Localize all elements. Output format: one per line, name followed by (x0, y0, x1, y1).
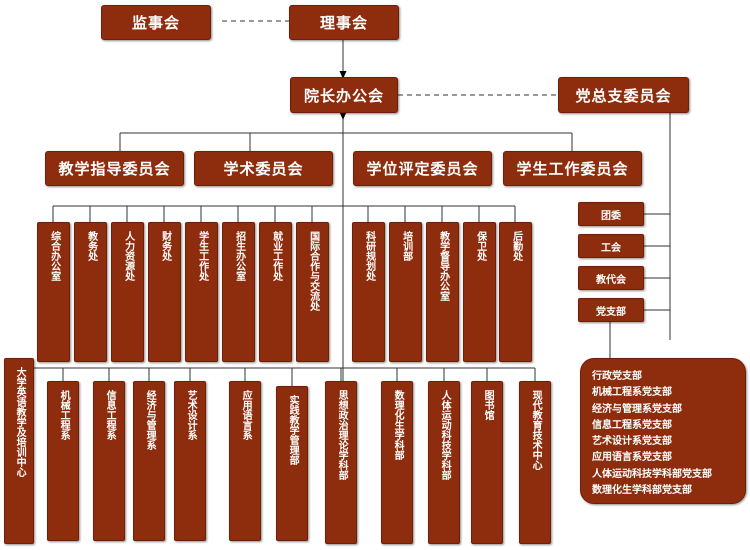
party-unit-party-branch: 党支部 (578, 298, 644, 322)
unit-applied-languages: 应用语言系 (229, 381, 261, 541)
committee-academic: 学术委员会 (194, 151, 333, 186)
unit-human-movement: 人体运动科技学科部 (428, 381, 460, 544)
president-office: 院长办公会 (290, 77, 398, 113)
committee-teaching-guidance: 教学指导委员会 (45, 151, 184, 186)
party-branch-item: 机械工程系党支部 (592, 387, 672, 399)
unit-information-engineering: 信息工程系 (93, 381, 125, 541)
party-branch-item: 艺术设计系党支部 (592, 436, 672, 448)
office-training: 培训部 (389, 222, 422, 362)
office-employment: 就业工作处 (259, 222, 292, 362)
party-branch-item: 行政党支部 (592, 371, 642, 382)
office-human-resources: 人力资源处 (111, 222, 144, 362)
party-branch-item: 信息工程系党支部 (592, 419, 672, 431)
unit-mechanical-engineering: 机械工程系 (47, 381, 79, 541)
committee-student-affairs: 学生工作委员会 (503, 151, 642, 186)
party-branch-list: 行政党支部 机械工程系党支部 经济与管理系党支部 信息工程系党支部 艺术设计系党… (580, 358, 746, 504)
party-unit-trade-union: 工会 (578, 234, 644, 258)
board-of-directors: 理事会 (289, 5, 399, 40)
party-committee: 党总支委员会 (558, 77, 689, 113)
unit-practical-teaching: 实践教学管理部 (276, 386, 308, 541)
unit-art-design: 艺术设计系 (174, 381, 206, 541)
office-general: 综合办公室 (37, 222, 70, 362)
party-branch-item: 人体运动科技学科部党支部 (592, 468, 712, 480)
office-security: 保卫处 (463, 222, 496, 362)
unit-library: 图书馆 (471, 381, 503, 544)
party-unit-youth-league: 团委 (578, 202, 644, 226)
office-student-affairs: 学生工作处 (185, 222, 218, 362)
office-logistics: 后勤处 (499, 222, 532, 362)
party-branch-item: 经济与管理系党支部 (592, 403, 682, 415)
office-academic-affairs: 教务处 (74, 222, 107, 362)
unit-economics-management: 经济与管理系 (133, 381, 165, 541)
office-international: 国际合作与交流处 (296, 222, 329, 362)
party-branch-item: 数理化生学科部党支部 (592, 485, 692, 497)
supervisory-board: 监事会 (101, 5, 211, 40)
office-admissions: 招生办公室 (222, 222, 255, 362)
party-unit-staff-congress: 教代会 (578, 266, 644, 290)
unit-english-center: 大学英语教学及培训中心 (4, 358, 34, 544)
office-research-planning: 科研规划处 (352, 222, 385, 362)
unit-sciences: 数理化生学科部 (381, 381, 413, 544)
committee-degree-evaluation: 学位评定委员会 (353, 151, 492, 186)
unit-political-theory: 思想政治理论学科部 (325, 381, 357, 544)
office-finance: 财务处 (148, 222, 181, 362)
unit-education-technology: 现代教育技术中心 (519, 381, 551, 544)
party-branch-item: 应用语言系党支部 (592, 452, 672, 464)
office-teaching-supervision: 教学督导办公室 (426, 222, 459, 362)
